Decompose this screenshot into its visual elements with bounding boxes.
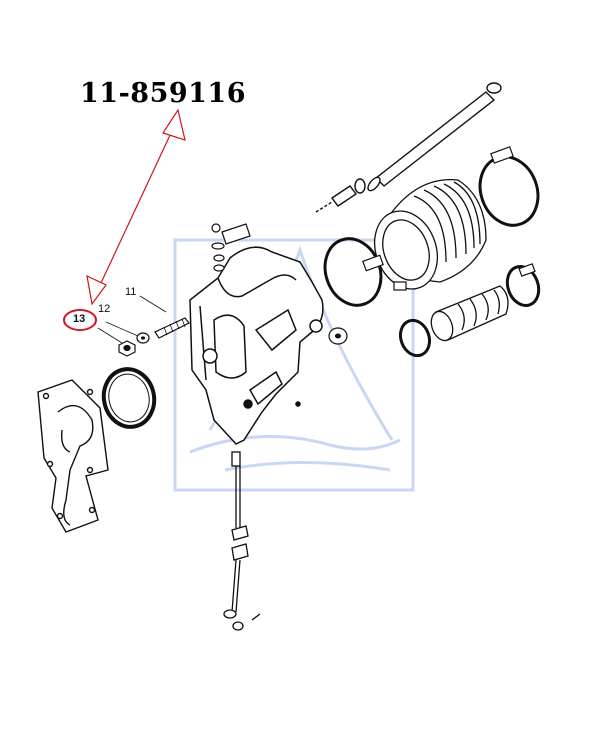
callout-11: 11 (125, 286, 137, 298)
shift-rod (223, 451, 261, 631)
highlight-arrow (86, 108, 186, 306)
gasket-part (37, 379, 109, 533)
watermark-logo (173, 238, 415, 492)
callout-12: 12 (98, 303, 111, 315)
water-hose (315, 82, 502, 213)
exhaust-bellows (374, 178, 487, 290)
leader-lines (97, 295, 167, 344)
stud-part (154, 317, 190, 339)
highlight-circle (63, 309, 97, 331)
small-bellows (430, 285, 509, 342)
part-number-title: 11-859116 (80, 78, 246, 109)
o-ring-part (101, 367, 157, 429)
bell-housing (189, 246, 324, 445)
clamp-screws (362, 146, 536, 291)
callout-13: 13 (73, 313, 86, 325)
washer-hole (141, 336, 145, 340)
nut-part (118, 340, 136, 357)
housing-washer-hole (335, 333, 341, 339)
top-small-parts (211, 223, 251, 272)
